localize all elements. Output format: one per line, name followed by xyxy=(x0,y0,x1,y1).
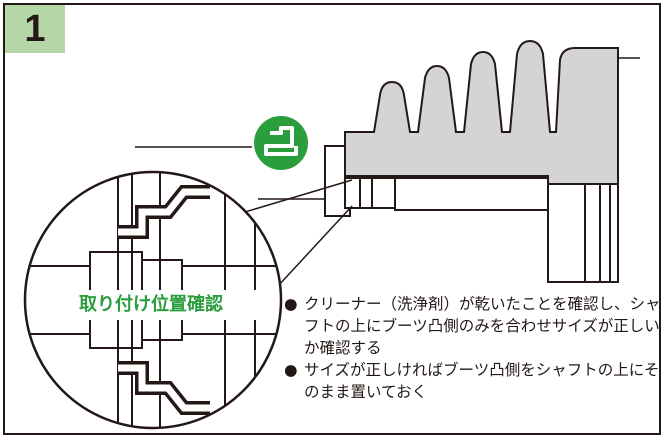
rubber-boot xyxy=(344,39,619,185)
note-text: サイズが正しければブーツ凸側をシャフトの上にそのまま置いておく xyxy=(304,361,660,401)
bullet-icon: ● xyxy=(284,295,298,313)
note-item: ● サイズが正しければブーツ凸側をシャフトの上にそのまま置いておく xyxy=(284,359,664,403)
instruction-notes: ● クリーナー（洗浄剤）が乾いたことを確認し、シャフトの上にブーツ凸側のみを合わ… xyxy=(284,293,664,403)
boot-profile-icon xyxy=(254,116,308,170)
note-text: クリーナー（洗浄剤）が乾いたことを確認し、シャフトの上にブーツ凸側のみを合わせサ… xyxy=(304,295,661,357)
shaft-collar xyxy=(344,177,396,209)
step-number-badge: 1 xyxy=(5,5,65,53)
bullet-icon: ● xyxy=(284,361,298,379)
note-item: ● クリーナー（洗浄剤）が乾いたことを確認し、シャフトの上にブーツ凸側のみを合わ… xyxy=(284,293,664,359)
panel-frame xyxy=(3,3,661,435)
housing xyxy=(547,183,619,283)
shaft-assembly xyxy=(324,145,619,283)
installation-position-label: 取り付け位置確認 xyxy=(37,290,265,320)
